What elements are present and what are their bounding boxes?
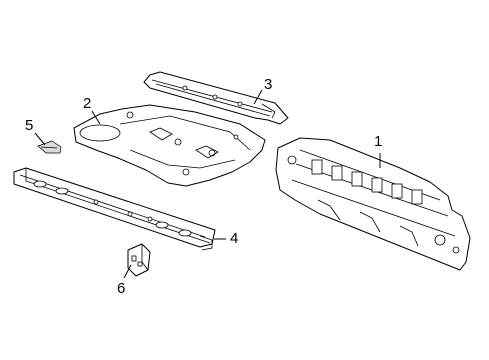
leader-5	[34, 132, 46, 146]
callout-1: 1	[374, 133, 383, 150]
part-4-cross-member	[13, 167, 216, 251]
callout-3: 3	[264, 76, 273, 93]
callout-6: 6	[117, 280, 126, 297]
part-6-clip	[127, 243, 151, 277]
part-3-rear-shelf-reinforcement	[143, 71, 289, 125]
part-5-bracket	[37, 140, 62, 154]
leader-6	[123, 264, 132, 279]
leader-2	[91, 110, 101, 125]
callout-4: 4	[230, 230, 239, 247]
callout-5: 5	[25, 117, 34, 134]
part-1-rear-body-panel	[275, 137, 471, 271]
callout-2: 2	[83, 95, 92, 112]
leader-lines	[34, 89, 381, 279]
leader-3	[253, 89, 263, 105]
part-2-rear-shelf-panel	[73, 104, 266, 187]
